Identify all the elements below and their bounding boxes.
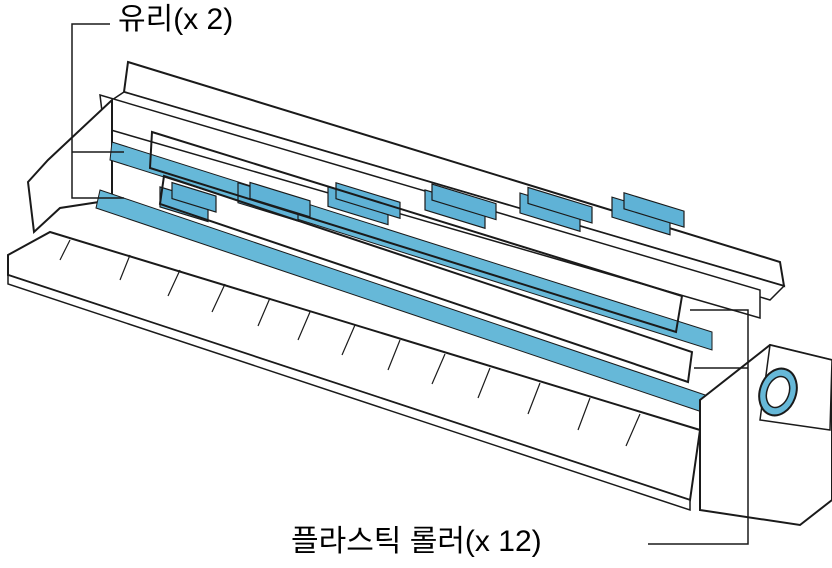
tray-ribs (59, 239, 641, 447)
roller (623, 191, 685, 228)
scanner-left-end (26, 97, 113, 235)
lower-rollers (171, 181, 685, 228)
roller (527, 186, 593, 224)
roller-frame-upper (148, 130, 684, 334)
glass-callout-leader (71, 23, 124, 199)
roller (335, 181, 401, 220)
paper-tray (7, 230, 702, 502)
rollers-callout-leader (648, 309, 749, 545)
roller (171, 181, 217, 213)
roller (431, 183, 497, 221)
roller-frame-lower (158, 174, 694, 384)
glass-callout-label: 유리(x 2) (118, 3, 234, 36)
rollers-callout-label: 플라스틱 롤러(x 12) (291, 525, 542, 558)
